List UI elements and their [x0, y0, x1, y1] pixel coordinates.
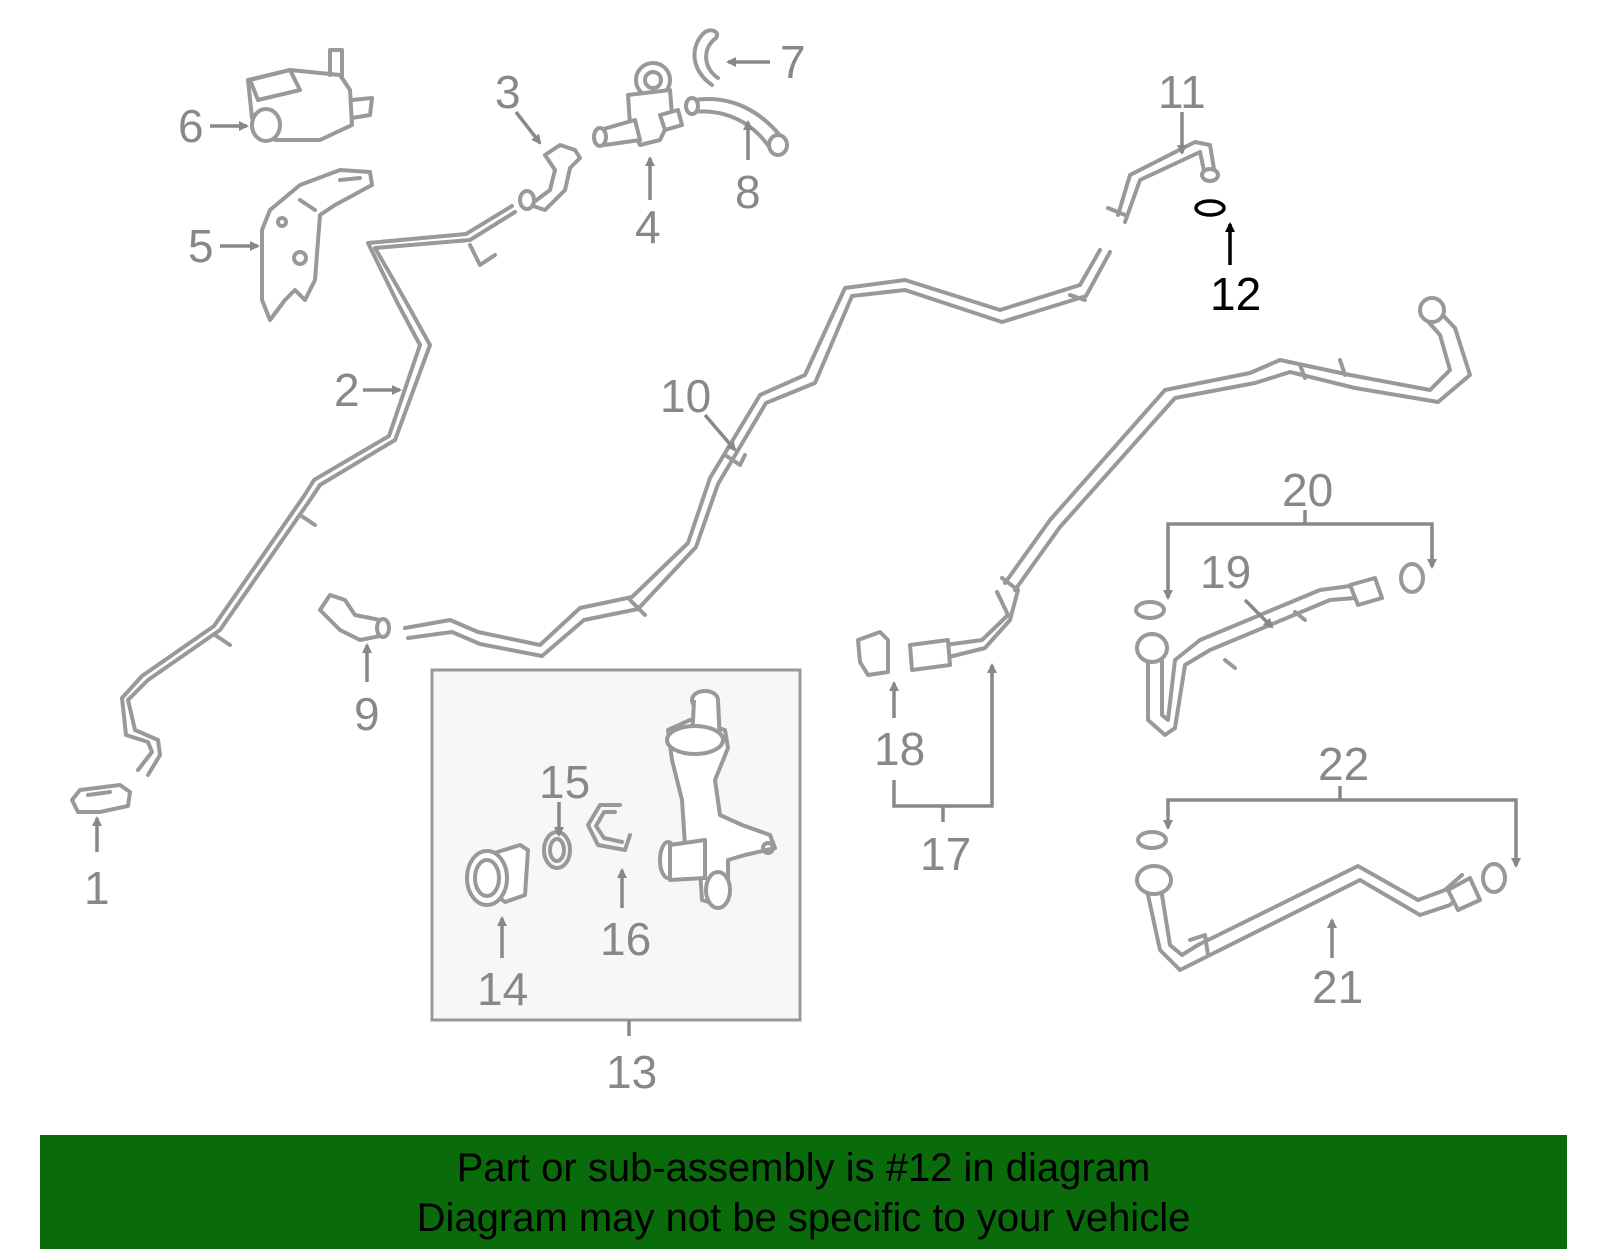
part-21-hose[interactable] [1135, 864, 1482, 972]
part-10-pipe[interactable] [403, 248, 1112, 658]
callout-2: 2 [334, 364, 360, 416]
callout-3: 3 [495, 66, 521, 118]
callout-20: 20 [1282, 464, 1333, 516]
callout-15: 15 [539, 756, 590, 808]
part-9-hose[interactable] [318, 593, 391, 642]
part-7-clamp[interactable] [692, 28, 720, 87]
callout-22: 22 [1318, 738, 1369, 790]
callout-6: 6 [178, 100, 204, 152]
parts-diagram: 1 2 3 4 5 6 7 8 9 10 11 12 13 14 15 16 1… [70, 28, 1521, 1098]
callout-5: 5 [188, 220, 214, 272]
callout-10: 10 [660, 370, 711, 422]
part-20-o-rings[interactable] [1134, 562, 1425, 620]
callout-8: 8 [735, 166, 761, 218]
part-19-hose[interactable] [1135, 576, 1384, 737]
part-4-valve[interactable] [592, 61, 684, 148]
part-22-o-rings[interactable] [1136, 830, 1507, 894]
part-2-pipe[interactable] [120, 204, 517, 777]
callout-16: 16 [600, 913, 651, 965]
part-16-clip[interactable] [586, 803, 632, 852]
part-12-o-ring[interactable] [1194, 199, 1226, 217]
part-5-bracket[interactable] [260, 168, 374, 322]
callout-4: 4 [635, 201, 661, 253]
part-13-housing[interactable] [658, 689, 777, 910]
banner-line-disclaimer: Diagram may not be specific to your vehi… [416, 1196, 1191, 1240]
callout-13: 13 [606, 1046, 657, 1098]
callout-7: 7 [780, 36, 806, 88]
part-8-hose[interactable] [684, 96, 789, 157]
callout-18: 18 [874, 723, 925, 775]
banner-line-part: Part or sub-assembly is #12 in diagram [456, 1146, 1151, 1190]
part-3-hose[interactable] [518, 143, 582, 212]
callout-21: 21 [1312, 961, 1363, 1013]
info-banner: Part or sub-assembly is #12 in diagram D… [40, 1135, 1567, 1249]
part-14-cup[interactable] [465, 843, 530, 907]
callout-14: 14 [477, 963, 528, 1015]
callout-12: 12 [1210, 268, 1261, 320]
callout-1: 1 [84, 862, 110, 914]
callout-11: 11 [1158, 66, 1206, 118]
part-11-hose[interactable] [1106, 140, 1220, 224]
callout-9: 9 [354, 688, 380, 740]
part-18-fitting[interactable] [856, 630, 890, 677]
part-17-pipe[interactable] [908, 296, 1472, 672]
part-1-clip[interactable] [70, 783, 132, 814]
part-6-module[interactable] [246, 48, 374, 143]
leader-lines [92, 57, 1521, 1036]
callout-labels: 1 2 3 4 5 6 7 8 9 10 11 12 13 14 15 16 1… [84, 36, 1369, 1098]
callout-17: 17 [920, 828, 971, 880]
callout-19: 19 [1200, 546, 1251, 598]
